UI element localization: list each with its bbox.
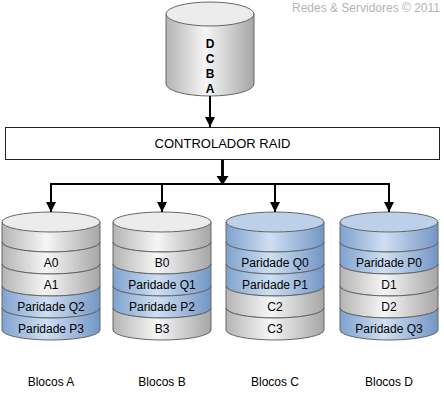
disk-top bbox=[340, 212, 438, 232]
bus-arrowhead bbox=[217, 176, 229, 185]
band-shape bbox=[340, 308, 438, 340]
disk-stack: Blocos BB0Paridade Q1Paridade P2B3 bbox=[113, 212, 211, 340]
storage-cylinder: D C B A bbox=[166, 2, 254, 96]
storage-cylinder-text: D C B A bbox=[204, 37, 216, 97]
disk-band: A1 bbox=[2, 264, 100, 286]
band-shape bbox=[2, 308, 100, 340]
disk-stack: Blocos AA0A1Paridade Q2Paridade P3 bbox=[2, 212, 100, 340]
cylinder-top bbox=[166, 2, 254, 26]
disk-band: Paridade Q0 bbox=[226, 242, 324, 264]
disk-stack: Blocos CParidade Q0Paridade P1C2C3 bbox=[226, 212, 324, 340]
band-shape bbox=[340, 286, 438, 318]
disk-band: Paridade Q2 bbox=[2, 286, 100, 308]
disk-band: Paridade P3 bbox=[2, 308, 100, 330]
disk-band: B3 bbox=[113, 308, 211, 330]
controller-box-text: CONTROLADOR RAID bbox=[6, 128, 439, 159]
disk-band-text: B3 bbox=[113, 318, 211, 340]
disk-band: D1 bbox=[340, 264, 438, 286]
band-shape bbox=[2, 264, 100, 296]
disk-band: Paridade P0 bbox=[340, 242, 438, 264]
connector-arrow bbox=[223, 160, 390, 212]
watermark: Redes & Servidores © 2011 bbox=[292, 1, 440, 15]
disk-top bbox=[113, 212, 211, 232]
disk-band: Paridade P1 bbox=[226, 264, 324, 286]
disk-stack: Blocos DParidade P0D1D2Paridade Q3 bbox=[340, 212, 438, 340]
disk-band: Paridade P2 bbox=[113, 286, 211, 308]
band-shape bbox=[226, 264, 324, 296]
band-shape bbox=[340, 264, 438, 296]
connector-arrow bbox=[223, 160, 276, 212]
band-shape bbox=[340, 242, 438, 274]
band-shape bbox=[226, 308, 324, 340]
disk-stack-text: Blocos D bbox=[330, 374, 444, 390]
disk-stack-text: Blocos C bbox=[216, 374, 334, 390]
disk-band: C2 bbox=[226, 286, 324, 308]
disk-band: B0 bbox=[113, 242, 211, 264]
disk-band: Paridade Q3 bbox=[340, 308, 438, 330]
disk-band-text: Paridade Q3 bbox=[340, 318, 438, 340]
disk-stack-text: Blocos B bbox=[103, 374, 221, 390]
band-shape bbox=[113, 286, 211, 318]
disk-top bbox=[226, 212, 324, 232]
disk-band: Paridade Q1 bbox=[113, 264, 211, 286]
band-shape bbox=[113, 264, 211, 296]
disk-band-text: C3 bbox=[226, 318, 324, 340]
disk-band: A0 bbox=[2, 242, 100, 264]
band-shape bbox=[226, 286, 324, 318]
band-shape bbox=[113, 308, 211, 340]
connector-arrow bbox=[51, 160, 223, 212]
band-shape bbox=[2, 242, 100, 274]
disk-top bbox=[2, 212, 100, 232]
connector-arrow bbox=[209, 96, 211, 127]
disk-band: D2 bbox=[340, 286, 438, 308]
disk-stack-text: Blocos A bbox=[0, 374, 110, 390]
band-shape bbox=[113, 242, 211, 274]
disk-band-text: Paridade P3 bbox=[2, 318, 100, 340]
band-shape bbox=[2, 286, 100, 318]
disk-band: C3 bbox=[226, 308, 324, 330]
band-shape bbox=[226, 242, 324, 274]
controller-box: CONTROLADOR RAID bbox=[5, 127, 440, 160]
connector-arrow bbox=[162, 160, 223, 212]
